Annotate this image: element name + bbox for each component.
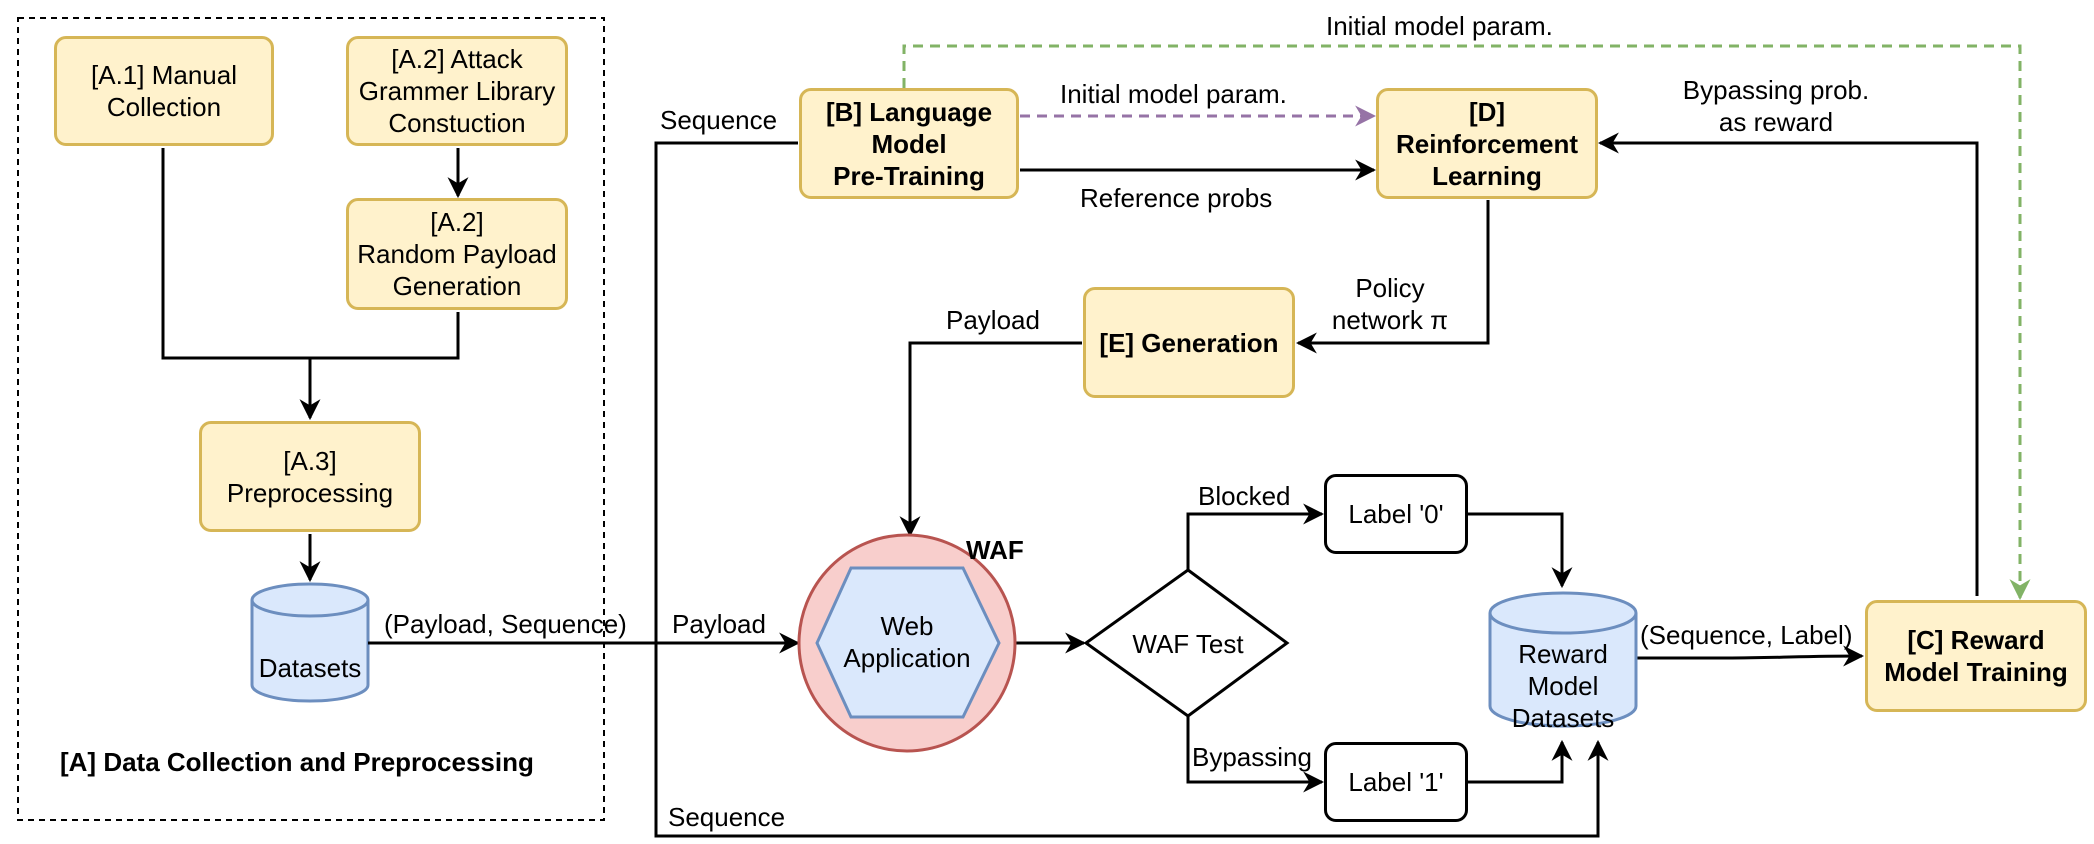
edge-reward-to-rl: [1597, 132, 1979, 596]
edge-label-policy-network: Policy network π: [1331, 273, 1449, 335]
main-edges: [368, 132, 1979, 838]
edge-label-reference-probs: Reference probs: [1080, 183, 1273, 213]
edge-label1-to-reward: [1468, 739, 1573, 784]
reward-training-node: [C] Reward Model Training: [1865, 600, 2087, 712]
generation-node: [E] Generation: [1083, 287, 1295, 398]
attack-grammar-node: [A.2] Attack Grammer Library Constuction: [346, 36, 568, 146]
random-payload-node: [A.2] Random Payload Generation: [346, 198, 568, 310]
edge-label-initial-param-green: Initial model param.: [1326, 11, 1553, 41]
waf-label: WAF: [966, 535, 1024, 565]
label1-node: Label '1': [1324, 742, 1468, 822]
datasets-label: Datasets: [258, 653, 362, 683]
reward-datasets-label: Reward Model Datasets: [1511, 639, 1615, 733]
section-a-title: [A] Data Collection and Preprocessing: [60, 747, 534, 777]
manual-collection-node: [A.1] Manual Collection: [54, 36, 274, 146]
edge-label-blocked: Blocked: [1198, 481, 1291, 511]
edge-sequence-loop: [654, 141, 1609, 838]
preprocessing-node: [A.3] Preprocessing: [199, 421, 421, 532]
edge-bypassing: [1186, 716, 1325, 793]
label0-node: Label '0': [1324, 474, 1468, 554]
edge-policy-network: [1295, 200, 1490, 354]
edge-label-sequence-bottom: Sequence: [668, 802, 786, 832]
edge-label-payload-sequence: (Payload, Sequence): [384, 609, 627, 639]
edge-generation-to-waf: [899, 341, 1082, 538]
edge-label-sequence-label: (Sequence, Label): [1640, 620, 1853, 650]
edge-label-payload-from-gen: Payload: [946, 305, 1040, 335]
edge-blocked: [1186, 503, 1325, 570]
lm-pretraining-node: [B] Language Model Pre-Training: [799, 88, 1019, 199]
waf-test-diamond: [1083, 568, 1290, 718]
edge-label-initial-param-purple: Initial model param.: [1060, 79, 1287, 109]
reinforcement-learning-node: [D] Reinforcement Learning: [1376, 88, 1598, 199]
edge-reward-ds-to-training: [1636, 645, 1865, 667]
edge-label-bypassing: Bypassing: [1192, 742, 1312, 772]
edge-label-bypassing-reward: Bypassing prob. as reward: [1682, 75, 1870, 137]
web-application-hexagon: [815, 566, 1001, 719]
waf-test-label: WAF Test: [1132, 629, 1244, 659]
datasets-cylinder: [250, 582, 370, 703]
web-application-label: Web Application: [843, 611, 971, 673]
edge-initial-param-green: [902, 44, 2031, 601]
reward-datasets-cylinder: [1488, 591, 1638, 728]
section-a-edges: [161, 148, 469, 583]
edge-label0-to-reward: [1468, 512, 1573, 589]
edge-label-payload-to-waf: Payload: [672, 609, 766, 639]
edge-label-sequence-top: Sequence: [660, 105, 778, 135]
